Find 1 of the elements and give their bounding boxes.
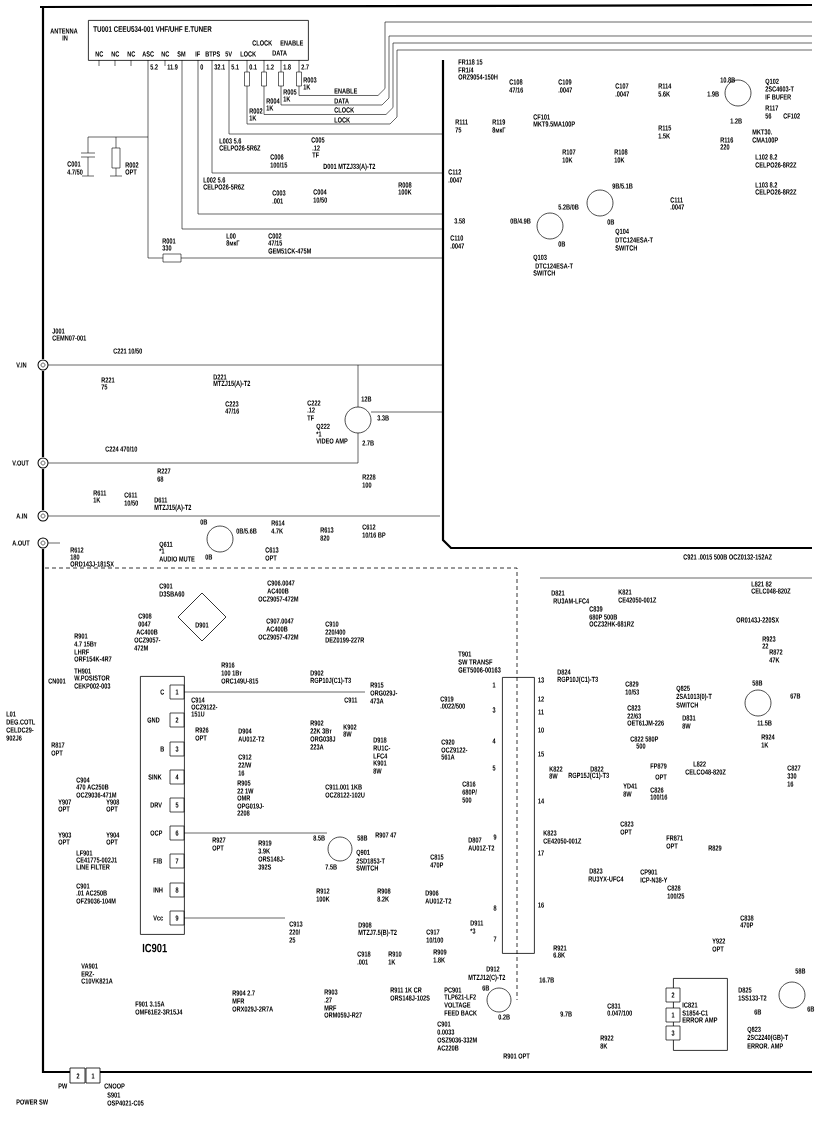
node-label: IC901 xyxy=(142,943,167,953)
